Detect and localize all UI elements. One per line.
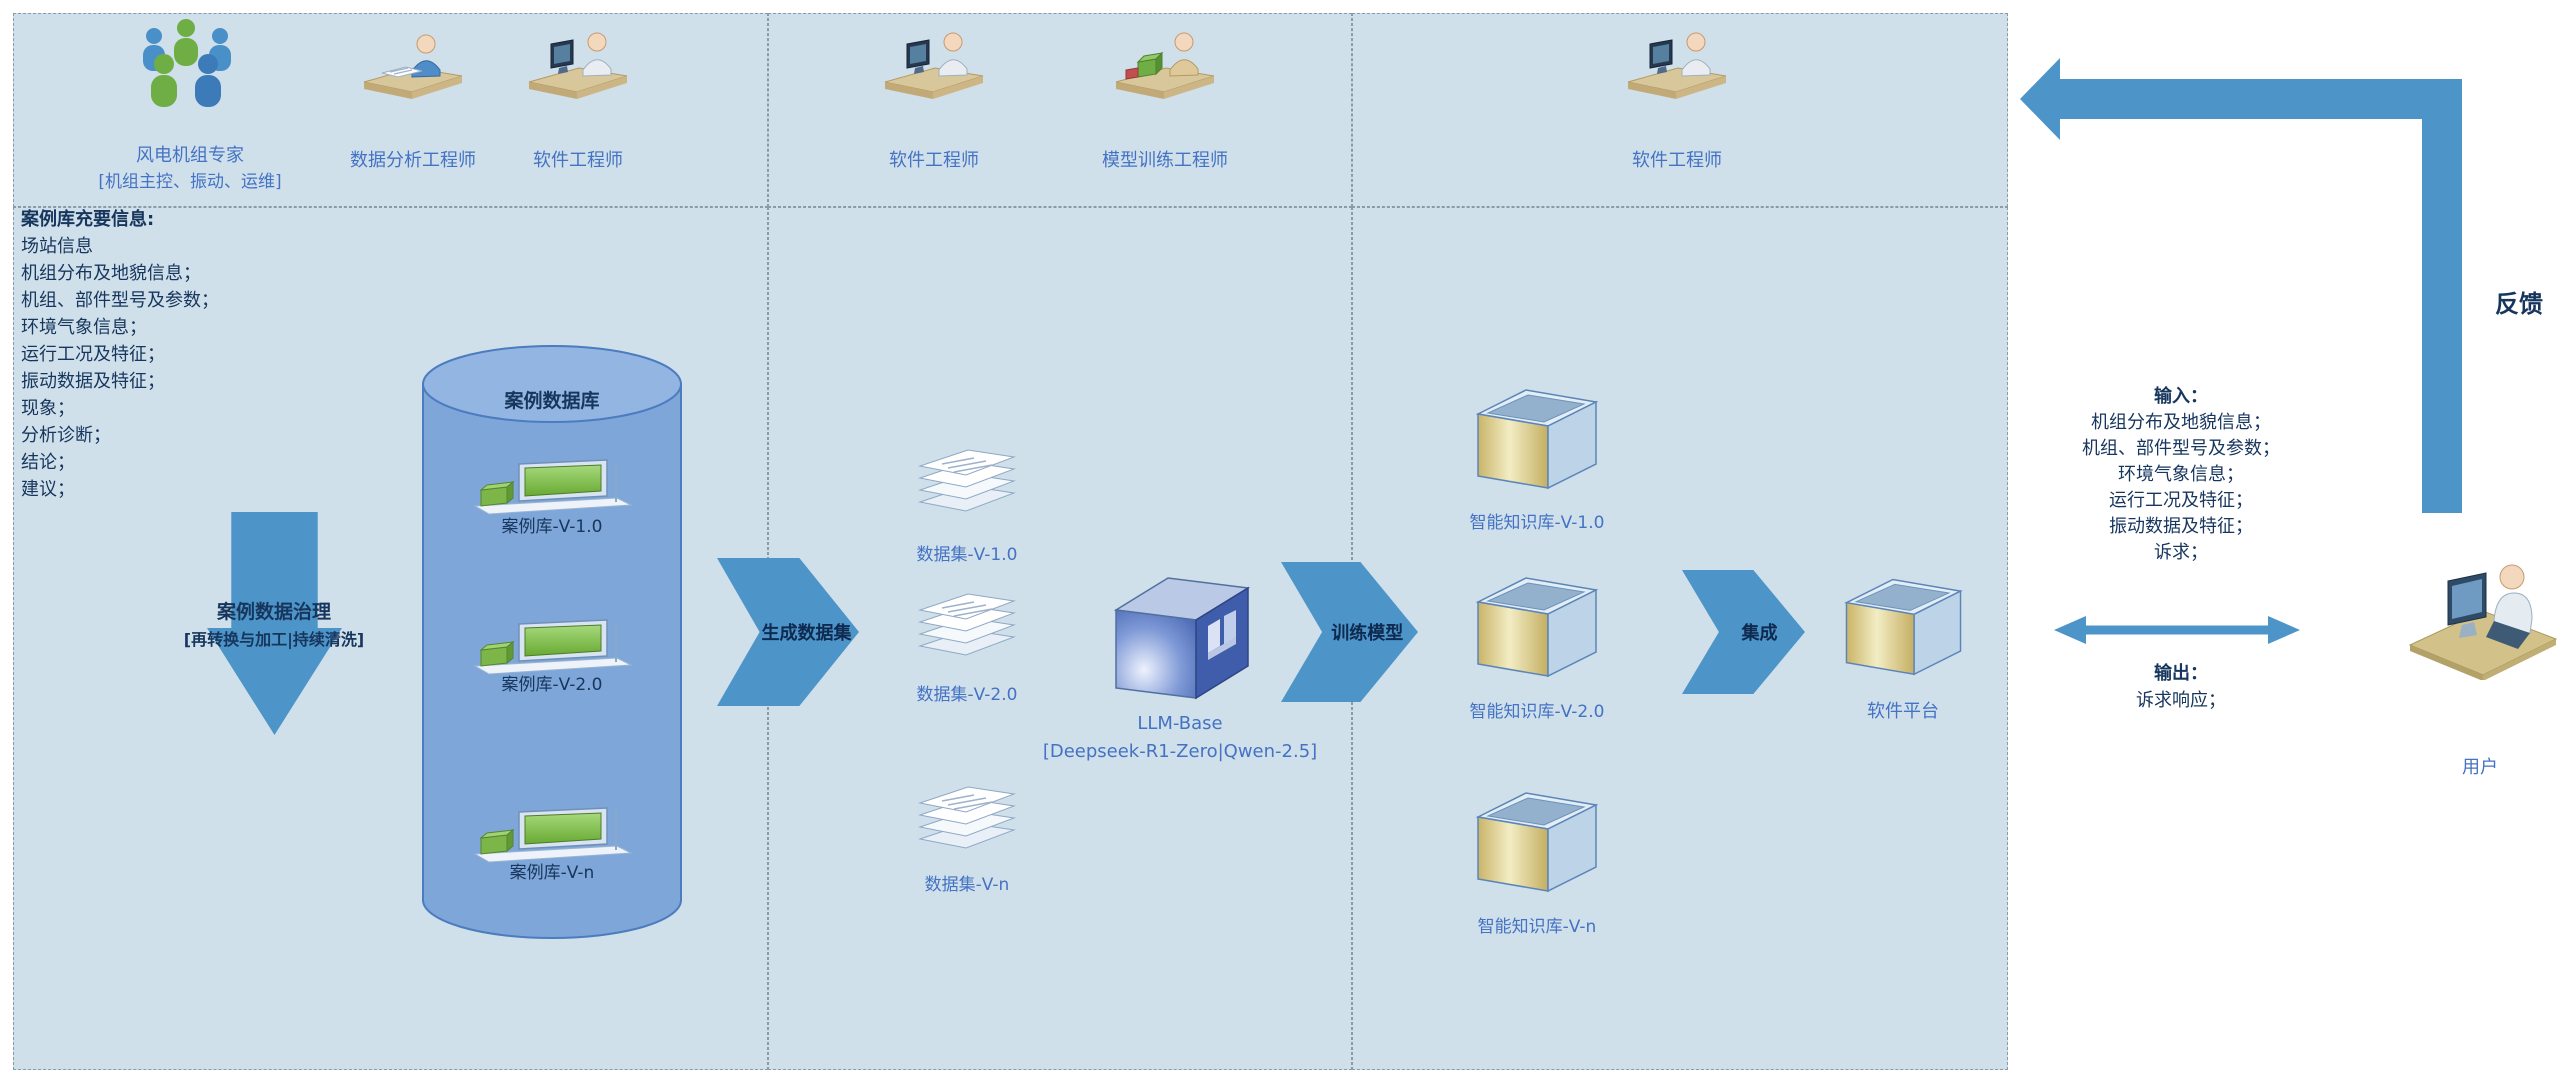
case-db-server-icon xyxy=(467,616,637,682)
top-panel-case-team xyxy=(13,13,768,207)
software-engineer-icon xyxy=(523,24,633,110)
output-title: 输出： xyxy=(2154,663,2208,684)
input-line: 机组、部件型号及参数； xyxy=(2082,438,2280,459)
governance-arrow-label: 案例数据治理 xyxy=(216,601,331,623)
case-db-version-label: 案例库-V-n xyxy=(509,863,595,883)
governance-arrow-sublabel: [再转换与加工|持续清洗] xyxy=(183,630,365,649)
llm-sublabel: [Deepseek-R1-Zero|Qwen-2.5] xyxy=(1042,741,1318,762)
case-db-version-label: 案例库-V-2.0 xyxy=(501,675,603,695)
governance-arrow-label-block: 案例数据治理 [再转换与加工|持续清洗] xyxy=(104,598,444,654)
case-info-line: 振动数据及特征； xyxy=(21,371,165,392)
main-panel-dataset-llm xyxy=(768,207,1352,1070)
software-engineer-label: 软件工程师 xyxy=(1632,150,1722,171)
user-label: 用户 xyxy=(2462,757,2498,778)
software-engineer-icon xyxy=(1622,24,1732,110)
model-trainer-label: 模型训练工程师 xyxy=(1102,150,1228,171)
knowledge-box-icon xyxy=(1462,560,1612,690)
software-engineer-label: 软件工程师 xyxy=(889,150,979,171)
case-info-line: 现象； xyxy=(21,398,75,419)
case-db-server-icon xyxy=(467,456,637,522)
knowledge-base-label: 智能知识库-V-1.0 xyxy=(1469,513,1605,533)
knowledge-base-label: 智能知识库-V-n xyxy=(1477,917,1597,937)
dataset-label: 数据集-V-1.0 xyxy=(916,545,1018,565)
llm-label-block: LLM-Base [Deepseek-R1-Zero|Qwen-2.5] xyxy=(1030,710,1330,766)
case-db-version-label: 案例库-V-1.0 xyxy=(501,517,603,537)
dataset-label: 数据集-V-n xyxy=(924,875,1010,895)
integrate-arrow-label: 集成 xyxy=(1741,623,1778,644)
model-trainer-icon xyxy=(1110,24,1220,110)
feedback-arrowhead xyxy=(2020,58,2060,140)
case-info-line: 运行工况及特征； xyxy=(21,344,165,365)
case-info-block: 案例库充要信息: 场站信息 机组分布及地貌信息； 机组、部件型号及参数； 环境气… xyxy=(21,206,219,503)
knowledge-box-icon xyxy=(1462,372,1612,502)
dataset-icon xyxy=(912,440,1022,524)
software-platform-label: 软件平台 xyxy=(1867,701,1939,722)
request-response-double-arrow xyxy=(2054,616,2300,644)
train-model-arrow-label: 训练模型 xyxy=(1331,623,1404,644)
case-db-server-icon xyxy=(467,804,637,870)
top-panel-platform-team xyxy=(1352,13,2008,207)
software-engineer-icon xyxy=(879,24,989,110)
llm-box-icon xyxy=(1096,566,1264,710)
case-db-cylinder xyxy=(421,342,683,946)
input-line: 机组分布及地貌信息； xyxy=(2091,412,2271,433)
feedback-label: 反馈 xyxy=(2495,290,2543,318)
knowledge-base-label: 智能知识库-V-2.0 xyxy=(1469,702,1605,722)
case-info-line: 建议； xyxy=(21,479,75,500)
expert-group-icon xyxy=(124,16,256,116)
input-line: 诉求； xyxy=(2154,542,2208,563)
dataset-label: 数据集-V-2.0 xyxy=(916,685,1018,705)
case-info-line: 结论； xyxy=(21,452,75,473)
knowledge-box-icon xyxy=(1462,775,1612,905)
generate-dataset-arrow-label: 生成数据集 xyxy=(761,623,852,644)
user-icon xyxy=(2398,545,2563,684)
input-title: 输入： xyxy=(2154,386,2208,407)
input-line: 振动数据及特征； xyxy=(2109,516,2253,537)
feedback-horizontal-bar xyxy=(2060,79,2462,119)
expert-label: 风电机组专家 xyxy=(136,145,244,166)
dataset-icon xyxy=(912,777,1022,861)
software-platform-icon xyxy=(1831,562,1976,688)
data-analyst-icon xyxy=(358,24,468,110)
case-info-line: 机组分布及地貌信息； xyxy=(21,263,201,284)
case-info-title: 案例库充要信息: xyxy=(21,209,155,230)
expert-label-block: 风电机组专家 [机组主控、振动、运维] xyxy=(40,142,340,196)
dataset-icon xyxy=(912,584,1022,668)
input-line: 环境气象信息； xyxy=(2118,464,2244,485)
output-block: 输出： 诉求响应； xyxy=(2031,660,2331,714)
output-line: 诉求响应； xyxy=(2136,690,2226,711)
case-info-line: 环境气象信息； xyxy=(21,317,147,338)
llm-label: LLM-Base xyxy=(1137,713,1223,734)
top-panel-model-team xyxy=(768,13,1352,207)
input-block: 输入： 机组分布及地貌信息； 机组、部件型号及参数； 环境气象信息； 运行工况及… xyxy=(2031,384,2331,566)
data-analyst-label: 数据分析工程师 xyxy=(350,150,476,171)
input-line: 运行工况及特征； xyxy=(2109,490,2253,511)
feedback-vertical-bar xyxy=(2422,79,2462,513)
case-info-line: 机组、部件型号及参数； xyxy=(21,290,219,311)
software-engineer-label: 软件工程师 xyxy=(533,150,623,171)
case-info-line: 场站信息 xyxy=(21,236,93,257)
expert-sublabel: [机组主控、振动、运维] xyxy=(98,172,282,192)
case-db-title: 案例数据库 xyxy=(504,390,600,412)
case-info-line: 分析诊断； xyxy=(21,425,111,446)
